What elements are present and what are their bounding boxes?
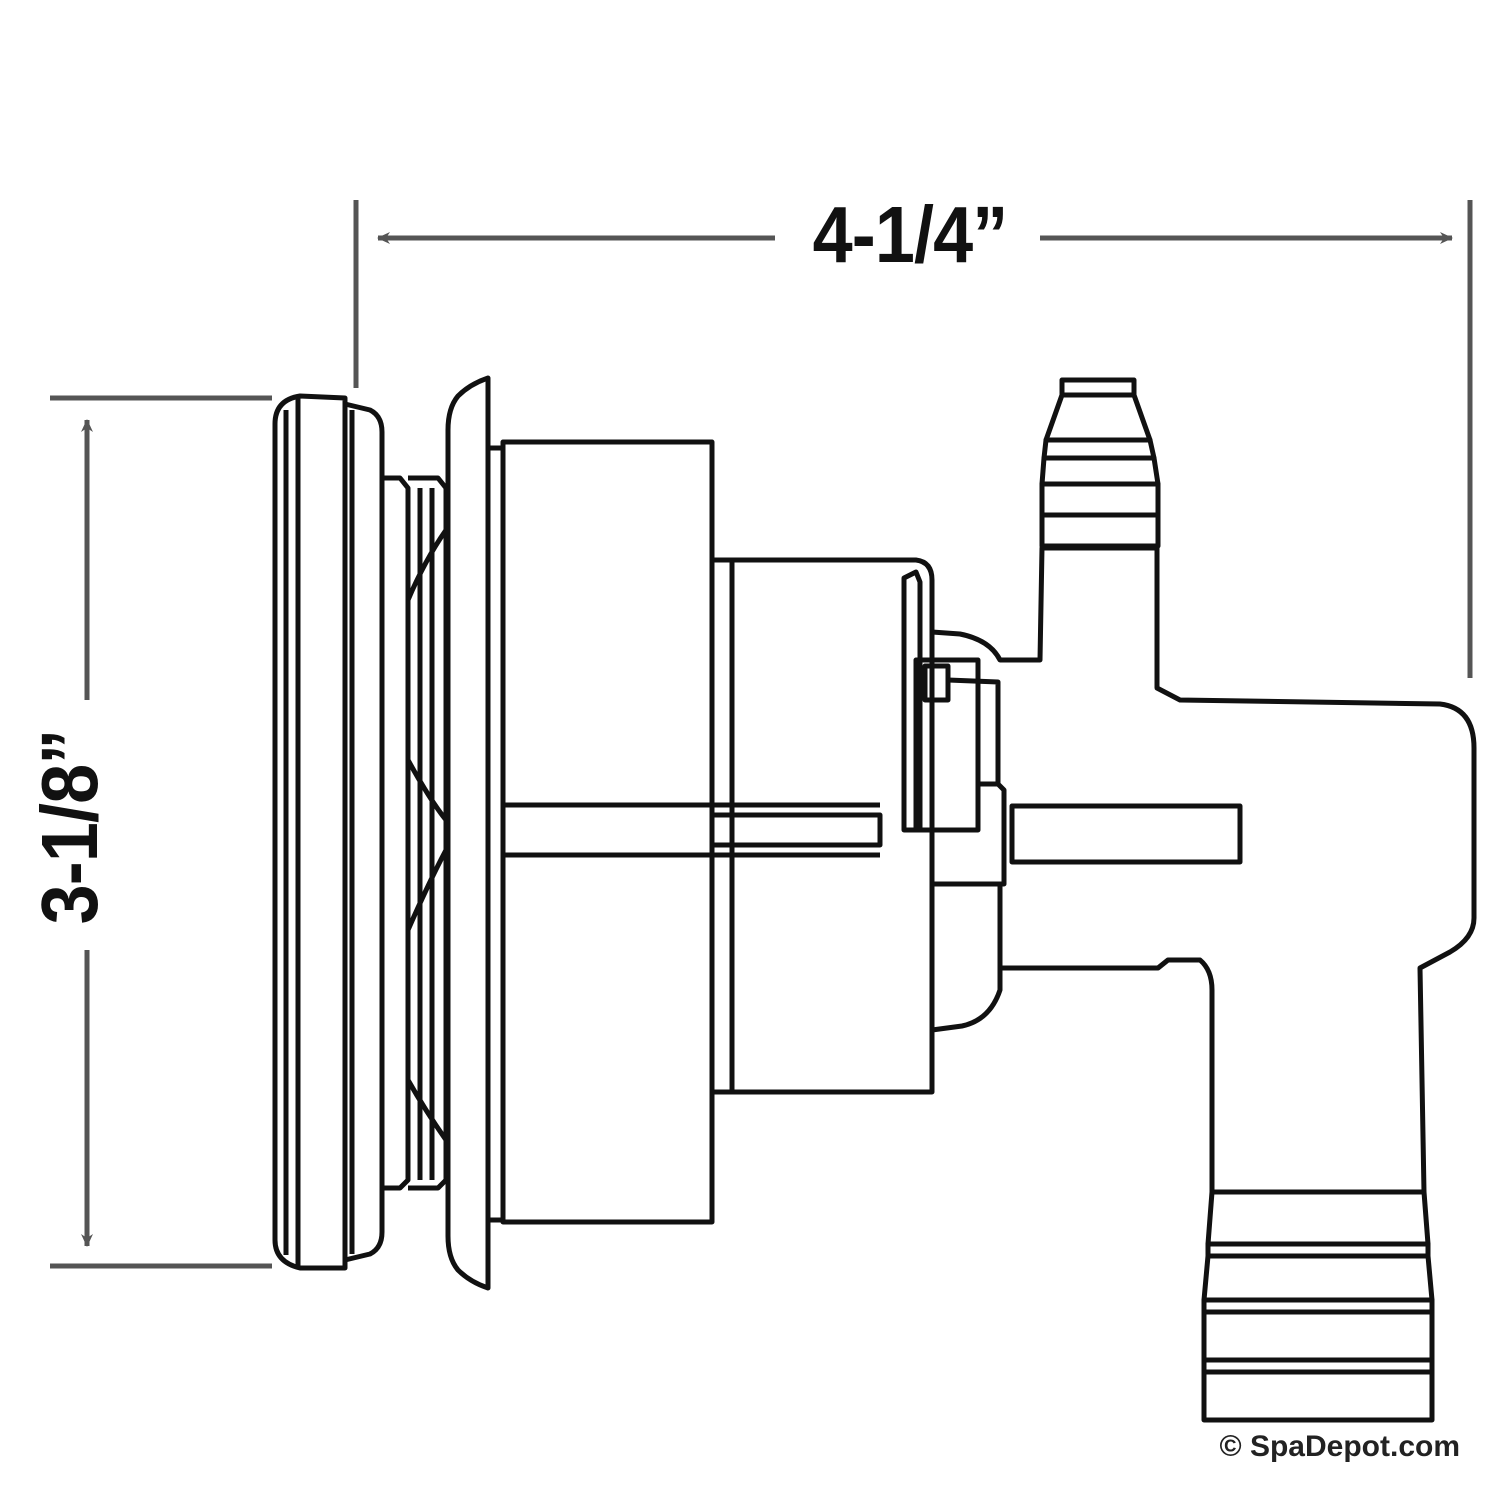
width-dimension xyxy=(353,200,1473,678)
height-dimension-label: 3-1/8” xyxy=(25,729,114,925)
main-body xyxy=(500,439,715,1225)
slot xyxy=(1009,803,1243,865)
inner-block xyxy=(913,657,981,833)
width-dimension-label: 4-1/4” xyxy=(812,190,1009,279)
step-body xyxy=(712,557,935,1095)
water-barb xyxy=(1201,1189,1435,1423)
face-ring xyxy=(344,401,385,1263)
thread-section xyxy=(382,475,449,1191)
height-dimension xyxy=(50,395,272,1269)
air-barb xyxy=(1039,377,1161,549)
copyright-watermark: © SpaDepot.com xyxy=(1219,1430,1460,1463)
air-neck xyxy=(931,545,1477,1193)
wall-flange xyxy=(445,375,491,1291)
face-flange xyxy=(272,393,348,1271)
jet-body xyxy=(272,375,1477,1423)
water-connector xyxy=(931,957,1215,1192)
